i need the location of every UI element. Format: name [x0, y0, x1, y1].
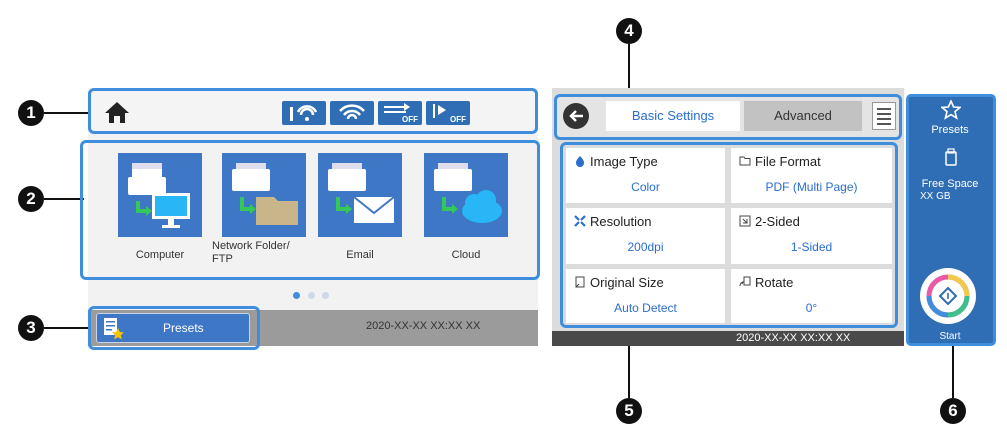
page-dot-active[interactable] [293, 292, 300, 299]
callout-1: 1 [18, 100, 44, 126]
callout-6-leader [952, 344, 954, 398]
setting-original-size-title: Original Size [574, 275, 664, 290]
setting-resolution-value: 200dpi [627, 240, 664, 254]
menu-list-icon[interactable] [872, 102, 896, 130]
home-datetime: 2020-XX-XX XX:XX XX [366, 320, 481, 332]
callout-1-leader [44, 112, 88, 114]
app-network-folder[interactable] [222, 153, 306, 237]
back-arrow-icon [569, 110, 583, 122]
print-off-icon[interactable]: OFF [426, 101, 470, 125]
setting-2-sided-title: 2-Sided [739, 214, 800, 229]
app-email-label: Email [346, 249, 374, 261]
callout-2-leader [44, 198, 84, 200]
star-outline-icon [941, 100, 961, 120]
setting-2-sided-value: 1-Sided [790, 240, 833, 254]
callout-4: 4 [616, 18, 642, 44]
setting-resolution-title: Resolution [574, 214, 651, 229]
app-network-folder-label: Network Folder/ FTP [212, 240, 316, 266]
tab-basic-settings[interactable]: Basic Settings [606, 101, 740, 131]
setting-image-type-value: Color [631, 180, 660, 194]
app-area [80, 140, 540, 280]
start-diamond-icon [926, 274, 970, 318]
setting-original-size-value: Auto Detect [614, 301, 677, 315]
folder-icon [739, 156, 751, 166]
free-space-label: Free Space [921, 178, 979, 190]
setting-file-format-title: File Format [739, 154, 821, 169]
page-dot[interactable] [322, 292, 329, 299]
start-label: Start [939, 331, 961, 342]
app-cloud-label: Cloud [451, 249, 481, 261]
wifi-icon[interactable] [330, 101, 374, 125]
settings-bottom-bar [552, 331, 904, 346]
two-sided-icon [739, 215, 751, 227]
presets-list-star-icon [104, 318, 124, 340]
free-space-value: XX GB [920, 191, 951, 202]
app-network-folder-label-line1: Network Folder/ [212, 240, 290, 252]
computer-icon [128, 163, 190, 228]
print-off-label: OFF [450, 115, 466, 124]
app-email[interactable] [318, 153, 402, 237]
app-computer[interactable] [118, 153, 202, 237]
setting-file-format[interactable]: File Format PDF (Multi Page) [731, 148, 892, 203]
app-cloud[interactable] [424, 153, 508, 237]
cloud-icon [434, 163, 502, 223]
settings-grid-frame [560, 142, 898, 328]
callout-5: 5 [616, 398, 642, 424]
resolution-icon [574, 215, 586, 227]
setting-2-sided[interactable]: 2-Sided 1-Sided [731, 208, 892, 264]
callout-5-leader [628, 324, 630, 398]
back-button[interactable] [563, 103, 589, 129]
presets-frame [88, 306, 260, 350]
fax-off-label: OFF [402, 115, 418, 124]
tab-advanced[interactable]: Advanced [744, 101, 862, 131]
callout-6: 6 [940, 398, 966, 424]
setting-image-type[interactable]: Image Type Color [566, 148, 725, 203]
callout-3: 3 [18, 315, 44, 341]
setting-resolution[interactable]: Resolution 200dpi [566, 208, 725, 264]
memory-card-icon [945, 148, 957, 171]
callout-2: 2 [18, 186, 44, 212]
wifi-direct-icon[interactable] [282, 101, 326, 125]
email-icon [328, 163, 395, 223]
app-network-folder-label-line2: FTP [212, 253, 233, 265]
network-folder-icon [232, 163, 298, 225]
setting-file-format-value: PDF (Multi Page) [765, 180, 858, 194]
setting-original-size[interactable]: Original Size Auto Detect [566, 269, 725, 323]
setting-rotate[interactable]: Rotate 0° [731, 269, 892, 323]
presets-button[interactable]: Presets [96, 313, 250, 343]
setting-image-type-title: Image Type [574, 154, 658, 169]
rotate-icon [739, 276, 751, 287]
app-computer-label: Computer [135, 249, 185, 261]
image-type-icon [576, 156, 584, 167]
page-dot[interactable] [308, 292, 315, 299]
list-icon [877, 108, 891, 125]
start-button[interactable] [920, 268, 976, 324]
original-size-icon [575, 276, 585, 288]
presets-button-label: Presets [163, 321, 204, 335]
callout-4-leader [628, 44, 630, 94]
setting-rotate-value: 0° [805, 301, 818, 315]
side-presets-label: Presets [931, 124, 969, 136]
callout-3-leader [44, 327, 90, 329]
side-presets-button[interactable] [912, 98, 990, 142]
fax-off-icon[interactable]: OFF [378, 101, 422, 125]
setting-rotate-title: Rotate [739, 275, 793, 290]
settings-datetime: 2020-XX-XX XX:XX XX [736, 332, 851, 344]
home-icon[interactable] [104, 100, 130, 124]
